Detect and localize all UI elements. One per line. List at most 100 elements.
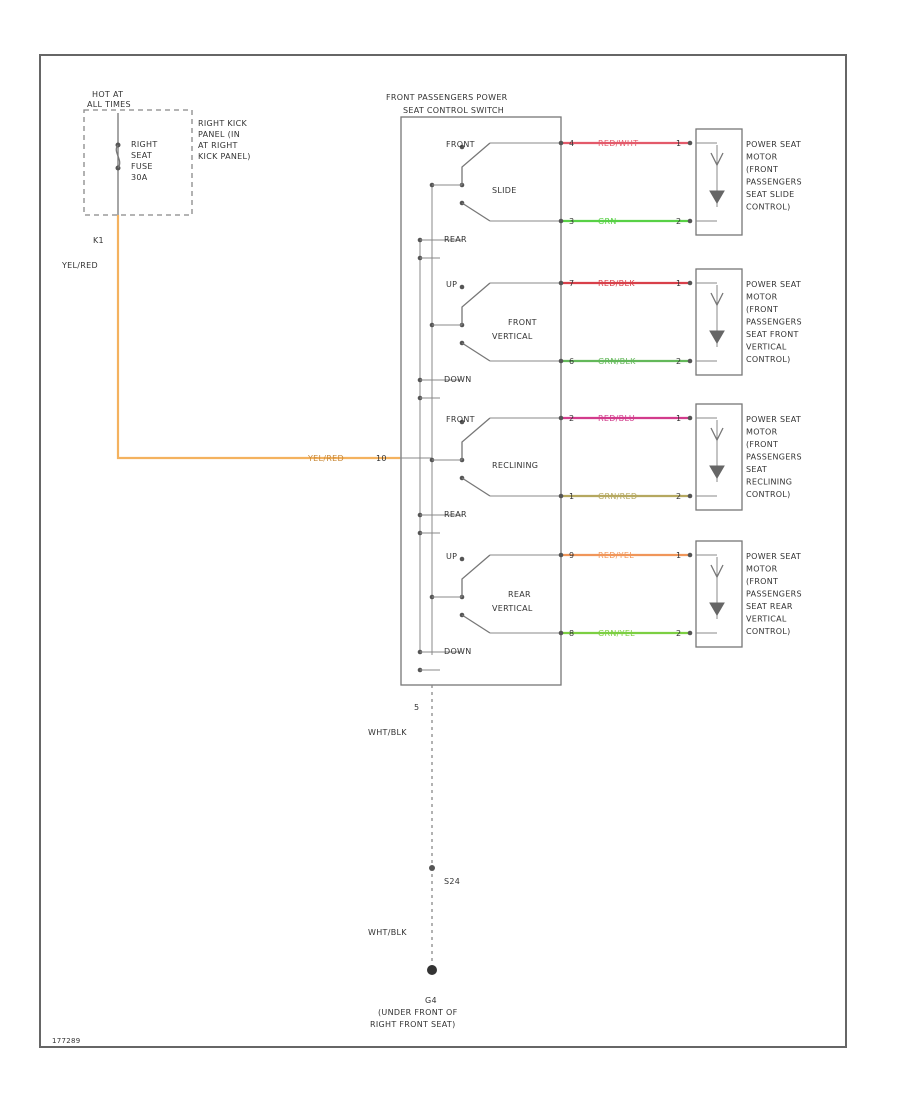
motor-box-0: [695, 128, 743, 236]
figure-code: 177289: [52, 1037, 81, 1045]
splice-label: S24: [444, 877, 460, 886]
wire-node-r-wire_top-2: [687, 415, 693, 421]
motor-label-1-3: PASSENGERS: [746, 318, 802, 327]
diagram-frame: [39, 54, 847, 1048]
motor-symbol-top-1: [710, 292, 724, 307]
wire-label-wire_bottom-2: GRN/RED: [598, 492, 637, 501]
wire-label-wire_top-1: RED/BLK: [598, 279, 635, 288]
contact-top-2: [459, 419, 465, 425]
fuse-label-2: SEAT: [131, 151, 152, 160]
motor-label-1-6: CONTROL): [746, 355, 791, 364]
ground-wire-label-1: WHT/BLK: [368, 728, 407, 737]
fuse-label-4: 30A: [131, 173, 148, 182]
motor-label-2-4: SEAT: [746, 465, 767, 474]
fuse-box: [83, 109, 193, 216]
switch-arm-top-2: [461, 417, 491, 460]
switch-input-pin: 10: [376, 454, 387, 463]
group-name-3: REAR: [508, 590, 531, 599]
motor-box-3: [695, 540, 743, 648]
wire-pin-r-wire_bottom-0: 2: [676, 217, 681, 226]
wire-label-wire_bottom-3: GRN/YEL: [598, 629, 635, 638]
fuse-label-3: FUSE: [131, 162, 153, 171]
motor-label-2-3: PASSENGERS: [746, 453, 802, 462]
switch-arm-bot-0: [461, 202, 491, 222]
wire-node-r-wire_top-1: [687, 280, 693, 286]
motor-symbol-top-3: [710, 564, 724, 579]
wire-pin-r-wire_top-2: 1: [676, 414, 681, 423]
ground-icon: [427, 965, 437, 975]
supply-wire-label: YEL/RED: [61, 261, 98, 270]
motor-label-3-6: CONTROL): [746, 627, 791, 636]
fuse-icon: [115, 144, 121, 169]
switch-arm-top-0: [461, 142, 491, 185]
supply-wire: [116, 215, 400, 460]
wire-pin-r-wire_top-1: 1: [676, 279, 681, 288]
hot-label-1: HOT AT: [92, 90, 123, 99]
motor-label-2-1: MOTOR: [746, 428, 778, 437]
wire-pin-r-wire_top-3: 1: [676, 551, 681, 560]
switch-title-1: FRONT PASSENGERS POWER: [386, 93, 508, 102]
wire-pin-l-wire_top-3: 9: [569, 551, 574, 560]
motor-label-3-3: PASSENGERS: [746, 590, 802, 599]
contact-top-3: [459, 556, 465, 562]
motor-label-1-2: (FRONT: [746, 305, 778, 314]
pos-top-label-3: UP: [446, 552, 457, 561]
wire-label-wire_bottom-0: GRN: [598, 217, 617, 226]
motor-label-1-0: POWER SEAT: [746, 280, 801, 289]
motor-icon-3: [709, 602, 725, 616]
switch-arm-top-3: [461, 554, 491, 597]
wire-node-l-wire_top-2: [558, 415, 564, 421]
switch-arm-top-1: [461, 282, 491, 325]
pos-top-label-0: FRONT: [446, 140, 475, 149]
motor-symbol-top-0: [710, 152, 724, 167]
wire-pin-l-wire_bottom-0: 3: [569, 217, 574, 226]
wire-node-l-wire_bottom-1: [558, 358, 564, 364]
motor-label-3-1: MOTOR: [746, 565, 778, 574]
motor-label-3-2: (FRONT: [746, 577, 778, 586]
ground-label-2: (UNDER FRONT OF: [378, 1008, 458, 1017]
motor-label-0-2: (FRONT: [746, 165, 778, 174]
ground-label-3: RIGHT FRONT SEAT): [370, 1020, 456, 1029]
pos-bottom-label-3: DOWN: [444, 647, 472, 656]
wire-node-l-wire_bottom-0: [558, 218, 564, 224]
pos-bottom-label-2: REAR: [444, 510, 467, 519]
wire-node-r-wire_bottom-2: [687, 493, 693, 499]
wire-pin-l-wire_top-2: 2: [569, 414, 574, 423]
motor-label-1-1: MOTOR: [746, 293, 778, 302]
motor-label-1-4: SEAT FRONT: [746, 330, 799, 339]
fuse-location-4: KICK PANEL): [198, 152, 251, 161]
wire-node-r-wire_top-0: [687, 140, 693, 146]
wire-label-wire_bottom-1: GRN/BLK: [598, 357, 636, 366]
fuse-location-2: PANEL (IN: [198, 130, 240, 139]
fuse-location-1: RIGHT KICK: [198, 119, 247, 128]
pos-bottom-label-0: REAR: [444, 235, 467, 244]
motor-box-2: [695, 403, 743, 511]
switch-arm-bot-1: [461, 342, 491, 362]
group-name-2-3: VERTICAL: [492, 604, 533, 613]
motor-label-2-0: POWER SEAT: [746, 415, 801, 424]
wire-node-l-wire_top-0: [558, 140, 564, 146]
switch-title-2: SEAT CONTROL SWITCH: [403, 106, 504, 115]
wire-node-l-wire_top-3: [558, 552, 564, 558]
wire-pin-l-wire_bottom-2: 1: [569, 492, 574, 501]
motor-icon-1: [709, 330, 725, 344]
ground-pin: 5: [414, 703, 419, 712]
pos-top-label-1: UP: [446, 280, 457, 289]
wire-label-wire_top-2: RED/BLU: [598, 414, 635, 423]
motor-label-0-1: MOTOR: [746, 153, 778, 162]
ground-wire-label-2: WHT/BLK: [368, 928, 407, 937]
wire-node-r-wire_bottom-3: [687, 630, 693, 636]
group-name-2-1: VERTICAL: [492, 332, 533, 341]
motor-label-2-5: RECLINING: [746, 478, 792, 487]
wire-node-l-wire_bottom-3: [558, 630, 564, 636]
motor-label-3-4: SEAT REAR: [746, 602, 793, 611]
group-name-1: FRONT: [508, 318, 537, 327]
wire-pin-l-wire_bottom-1: 6: [569, 357, 574, 366]
motor-icon-2: [709, 465, 725, 479]
wire-node-r-wire_bottom-1: [687, 358, 693, 364]
wire-pin-r-wire_bottom-2: 2: [676, 492, 681, 501]
motor-label-0-0: POWER SEAT: [746, 140, 801, 149]
supply-pin: K1: [93, 236, 104, 245]
